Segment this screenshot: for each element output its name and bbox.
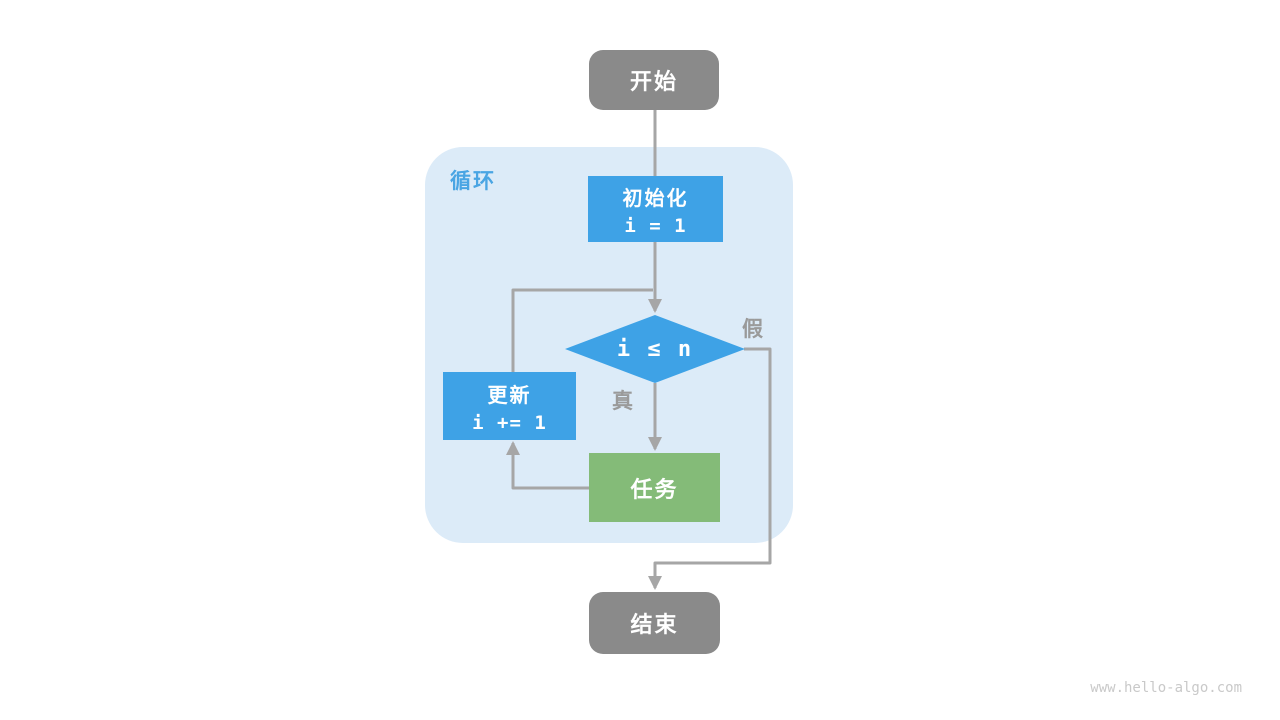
node-update-code: i += 1 (472, 411, 547, 434)
node-initialize-label: 初始化 (622, 187, 689, 210)
node-update-label: 更新 (487, 384, 532, 407)
node-start-label: 开始 (629, 69, 678, 94)
node-start: 开始 (589, 50, 719, 110)
node-task: 任务 (589, 453, 720, 522)
node-update: 更新 i += 1 (443, 372, 576, 440)
node-condition: i ≤ n (565, 315, 745, 383)
node-task-label: 任务 (630, 476, 679, 502)
edge-update-feedback (511, 288, 653, 373)
node-end-label: 结束 (630, 612, 679, 637)
edge-task-to-update (506, 441, 589, 490)
node-end: 结束 (589, 592, 720, 654)
loop-label: 循环 (450, 170, 496, 193)
edge-label-false: 假 (742, 318, 763, 341)
node-initialize: 初始化 i = 1 (588, 176, 723, 242)
watermark-text: www.hello-algo.com (1090, 680, 1242, 696)
edge-label-true: 真 (612, 390, 633, 413)
node-condition-label: i ≤ n (616, 336, 694, 362)
node-initialize-code: i = 1 (624, 214, 687, 237)
edge-condition-to-end (648, 347, 772, 590)
